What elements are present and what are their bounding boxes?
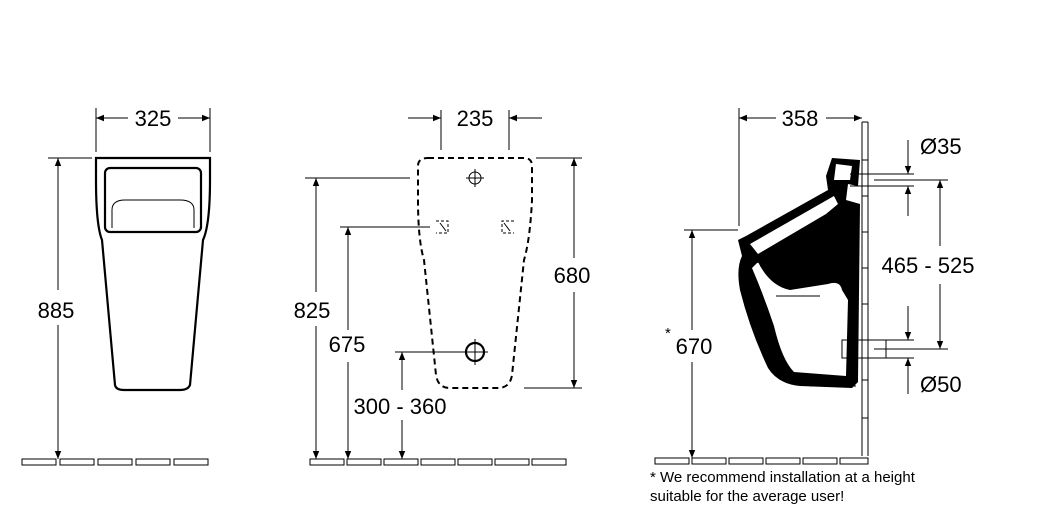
inlet-outlet-range-label: 465 - 525 — [882, 253, 975, 278]
side-floor — [654, 457, 869, 465]
recommended-height-asterisk: * — [665, 325, 671, 342]
back-height-mid-label: 675 — [329, 332, 366, 357]
side-urinal-profile[interactable] — [738, 158, 860, 388]
side-inlet-pipe — [850, 173, 948, 187]
back-width-label: 235 — [457, 106, 494, 131]
back-dashed-outline — [417, 157, 533, 389]
side-wall — [861, 121, 869, 456]
side-depth-label: 358 — [782, 106, 819, 131]
back-inlet-mark — [466, 169, 484, 187]
front-inner-basin — [111, 199, 195, 228]
recommended-height-label: 670 — [676, 334, 713, 359]
side-inner-lines — [755, 261, 856, 387]
front-urinal-body — [94, 156, 212, 392]
back-floor — [309, 458, 567, 466]
back-outline-height-label: 680 — [554, 263, 591, 288]
back-fixing-left — [436, 220, 449, 234]
back-outlet-range-label: 300 - 360 — [354, 394, 447, 419]
back-fixing-right — [501, 220, 514, 234]
back-height-total-label: 825 — [294, 298, 331, 323]
outlet-diameter-label: Ø50 — [920, 372, 962, 397]
front-width-label: 325 — [135, 106, 172, 131]
side-view: 358 Ø35 465 - 525 Ø50 * 670 — [654, 106, 975, 465]
front-height-label: 885 — [38, 298, 75, 323]
front-floor — [21, 458, 209, 466]
back-view: 235 825 675 300 - 360 680 — [294, 106, 591, 466]
back-outlet-mark — [462, 339, 488, 365]
front-inner-panel — [103, 166, 203, 234]
inlet-diameter-label: Ø35 — [920, 134, 962, 159]
installation-note-line-2: suitable for the average user! — [650, 488, 844, 505]
installation-note-line-1: * We recommend installation at a height — [650, 469, 916, 486]
front-view: 325 885 — [21, 106, 212, 466]
